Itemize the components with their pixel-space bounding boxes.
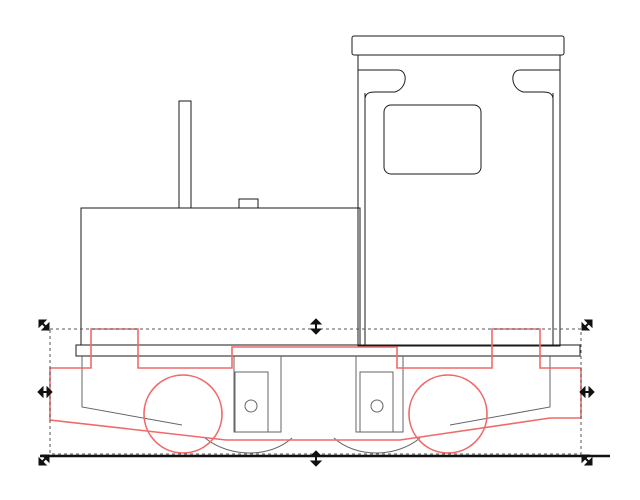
footplate[interactable] (75, 344, 581, 357)
cab[interactable] (351, 35, 565, 347)
hood-fitting[interactable] (238, 198, 259, 209)
chassis-frame-outline[interactable] (49, 328, 582, 441)
chassis-details (81, 356, 551, 454)
handle-top-right[interactable] (581, 319, 593, 331)
cab-window[interactable] (383, 104, 482, 175)
rear-wheel[interactable] (408, 374, 488, 454)
chassis-frame[interactable] (49, 328, 582, 454)
handle-right[interactable] (579, 385, 595, 399)
exhaust-stack[interactable] (178, 100, 192, 209)
handle-top-left[interactable] (38, 319, 50, 331)
front-wheel[interactable] (143, 374, 223, 454)
handle-bottom[interactable] (309, 450, 323, 467)
handle-top[interactable] (309, 318, 323, 335)
cab-roof[interactable] (351, 35, 565, 56)
handle-left[interactable] (37, 385, 53, 399)
handle-bottom-right[interactable] (581, 454, 593, 466)
cab-inner-frame[interactable] (364, 93, 554, 346)
cab-bracket-left (358, 69, 406, 99)
selection-handles[interactable] (37, 318, 595, 467)
cab-bracket-right (512, 69, 560, 99)
handle-bottom-left[interactable] (38, 454, 50, 466)
cab-body[interactable] (357, 55, 561, 347)
locomotive-outline[interactable] (75, 35, 581, 454)
